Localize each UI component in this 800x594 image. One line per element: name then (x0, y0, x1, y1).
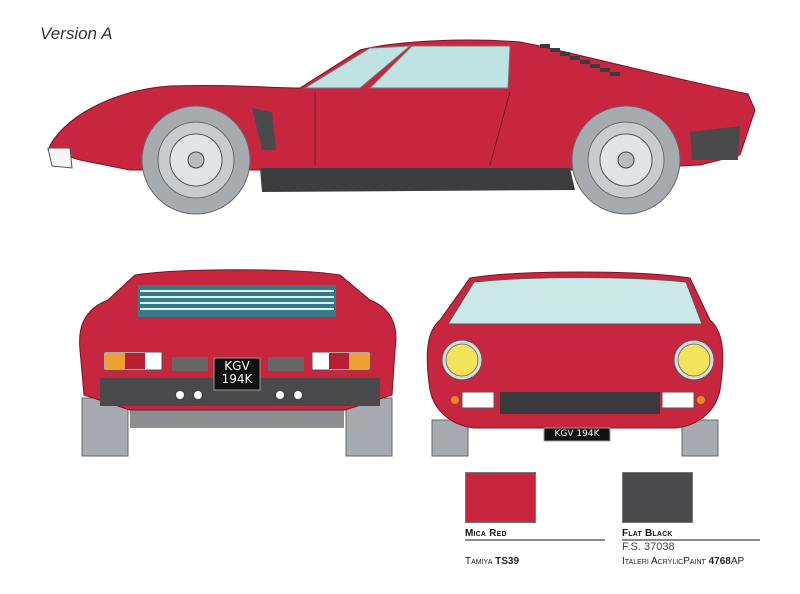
paint-name-mica-red: Mica Red (465, 528, 507, 539)
paint-name-flat-black: Flat Black (622, 528, 673, 539)
brand-prefix: Tamiya (465, 556, 493, 567)
paint-code-suffix: AP (730, 556, 745, 567)
paint-code: TS39 (495, 556, 520, 567)
divider (622, 539, 760, 541)
rear-plate: KGV 194K (214, 360, 260, 386)
rear-plate-line2: 194K (221, 372, 253, 386)
version-title: Version A (40, 24, 113, 43)
divider (465, 539, 605, 541)
front-plate: KGV 194K (554, 429, 600, 439)
brand-prefix: Italeri AcrylicPaint (622, 556, 706, 567)
paint-fs-code: F.S. 37038 (622, 541, 675, 553)
paint-brand-mica-red: Tamiya TS39 (465, 556, 519, 567)
swatch-flat-black (622, 472, 693, 523)
paint-code: 4768 (708, 556, 731, 567)
paint-brand-flat-black: Italeri AcrylicPaint 4768AP (622, 556, 744, 567)
front-view (426, 271, 724, 457)
rear-view (79, 269, 397, 457)
rear-plate-line1: KGV (224, 359, 250, 373)
swatch-mica-red (465, 472, 536, 523)
